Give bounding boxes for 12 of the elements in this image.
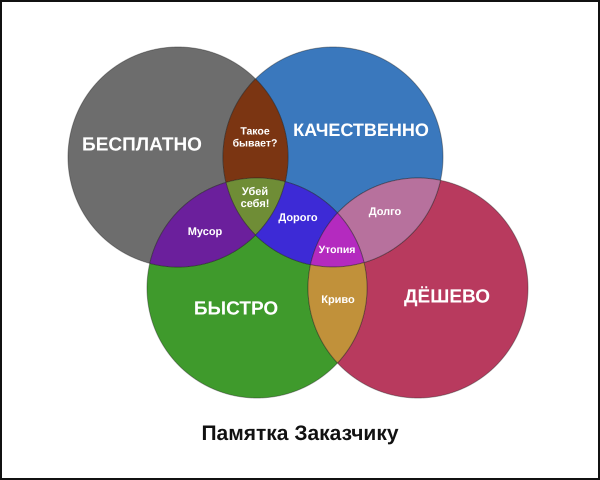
overlap-label: Долго [368,206,402,218]
diagram-title: Памятка Заказчику [201,422,399,446]
overlap-label: Мусор [188,226,222,238]
overlap-label: Утопия [318,245,356,257]
circle-label: КАЧЕСТВЕННО [293,121,429,141]
overlap-label: Криво [321,294,355,306]
overlap-label: Дорого [278,212,318,224]
overlap-label: Такое бывает? [232,126,278,150]
circle-label: БЕСПЛАТНО [82,136,202,156]
overlap-label: Убей себя! [240,186,270,210]
circle-label: БЫСТРО [194,300,278,320]
circle-label: ДЁШЕВО [404,288,490,308]
